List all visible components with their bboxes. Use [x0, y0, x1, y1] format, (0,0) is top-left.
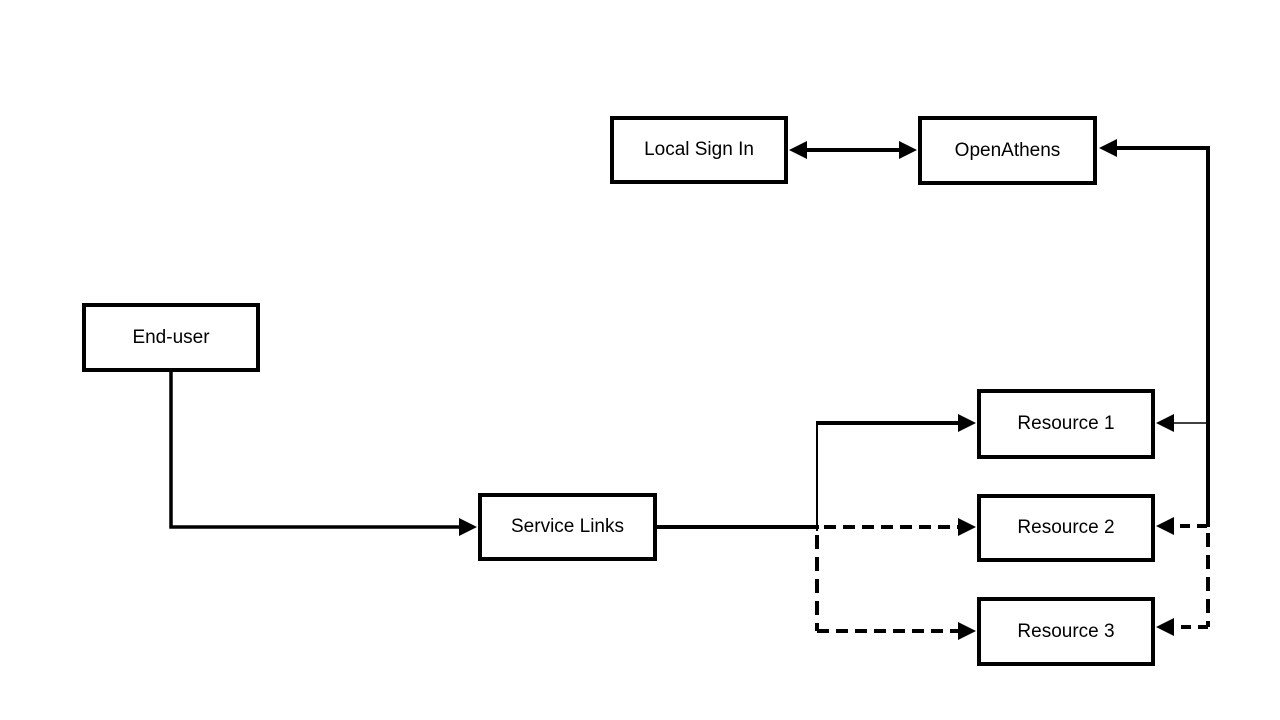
node-service-links: Service Links [478, 493, 657, 561]
node-local-sign-in-label: Local Sign In [644, 139, 754, 160]
node-resource-1-label: Resource 1 [1017, 413, 1115, 434]
edge-rail-openathens-line [1112, 146, 1210, 527]
arrowhead-into-service-links-icon [459, 518, 477, 536]
node-end-user-label: End-user [132, 326, 210, 348]
arrowhead-into-resource1-right-icon [1156, 414, 1174, 432]
node-resource-2: Resource 2 [977, 494, 1155, 562]
node-service-links-label: Service Links [511, 516, 624, 537]
arrowhead-into-resource3-left-icon [958, 622, 976, 640]
node-resource-3-label: Resource 3 [1017, 620, 1115, 642]
node-resource-1: Resource 1 [977, 389, 1155, 459]
node-openathens: OpenAthens [918, 116, 1097, 185]
node-end-user: End-user [82, 303, 260, 372]
edge-enduser-servicelinks-line [169, 372, 463, 529]
node-openathens-label: OpenAthens [954, 139, 1061, 161]
arrowhead-rail-into-openathens-icon [1099, 139, 1117, 157]
arrowhead-into-resource3-right-icon [1156, 618, 1174, 636]
arrowhead-into-openathens-icon [899, 141, 917, 159]
arrowhead-into-resource2-left-icon [958, 518, 976, 536]
arrowhead-into-local-sign-in-icon [789, 141, 807, 159]
node-resource-3: Resource 3 [977, 597, 1155, 666]
node-resource-2-label: Resource 2 [1017, 517, 1115, 538]
node-local-sign-in: Local Sign In [610, 116, 788, 184]
arrowhead-into-resource1-left-icon [958, 414, 976, 432]
arrowhead-into-resource2-right-icon [1156, 517, 1174, 535]
